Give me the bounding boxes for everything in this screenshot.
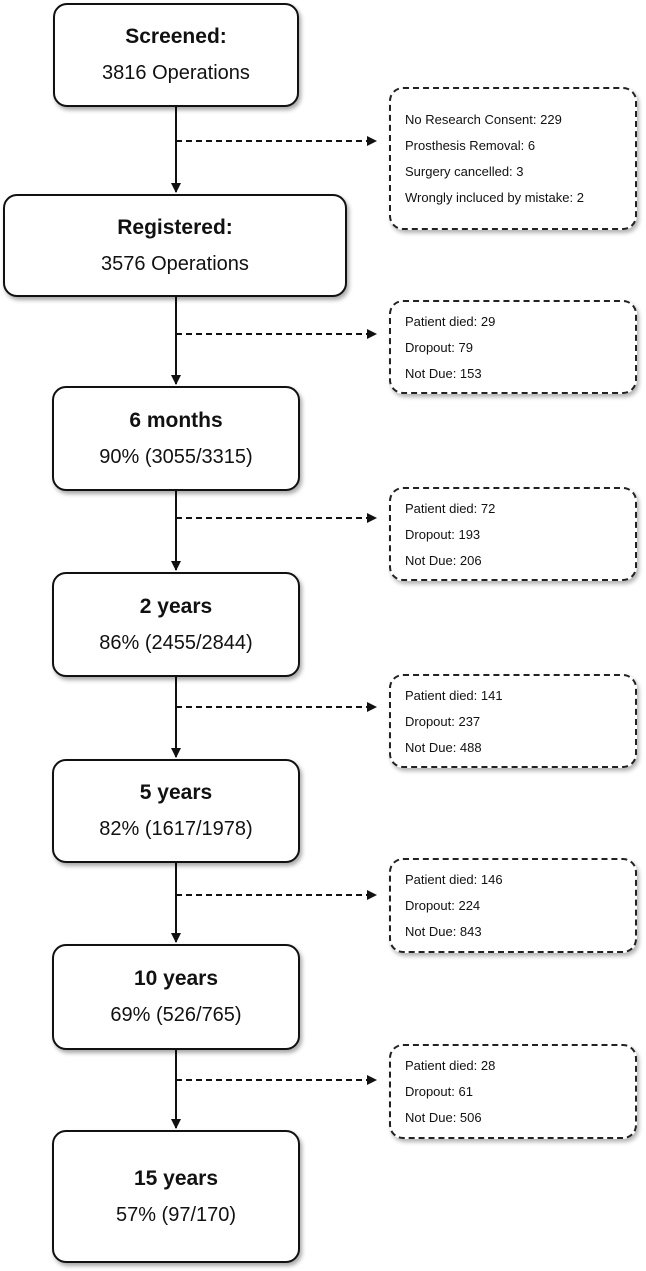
stage-title: 5 years bbox=[139, 781, 213, 804]
exclusion-box-2-years: Patient died: 72 Dropout: 193 Not Due: 2… bbox=[389, 487, 637, 581]
stage-value: 57% (97/170) bbox=[115, 1203, 237, 1226]
exclusion-item: Wrongly incluced by mistake: 2 bbox=[405, 190, 584, 205]
exclusion-item: Dropout: 224 bbox=[405, 898, 481, 913]
exclusion-item: Dropout: 237 bbox=[405, 713, 481, 729]
exclusion-box-screening: No Research Consent: 229 Prosthesis Remo… bbox=[389, 87, 637, 230]
exclusion-item: Patient died: 28 bbox=[405, 1058, 496, 1073]
exclusion-item: Not Due: 843 bbox=[405, 924, 482, 939]
stage-box-screened: Screened: 3816 Operations bbox=[53, 3, 299, 107]
stage-box-registered: Registered: 3576 Operations bbox=[3, 194, 347, 297]
stage-value: 82% (1617/1978) bbox=[99, 818, 253, 840]
exclusion-item: Not Due: 153 bbox=[405, 365, 482, 381]
stage-box-2-years: 2 years 86% (2455/2844) bbox=[52, 572, 300, 677]
stage-title: Screened: bbox=[125, 25, 227, 48]
stage-box-5-years: 5 years 82% (1617/1978) bbox=[52, 759, 300, 863]
stage-box-15-years: 15 years 57% (97/170) bbox=[52, 1130, 300, 1263]
stage-value: 3576 Operations bbox=[101, 252, 249, 275]
exclusion-item: Dropout: 193 bbox=[405, 526, 481, 542]
exclusion-box-5-years: Patient died: 141 Dropout: 237 Not Due: … bbox=[389, 674, 637, 768]
stage-title: 10 years bbox=[133, 967, 219, 990]
exclusion-item: Not Due: 488 bbox=[405, 739, 482, 755]
exclusion-item: Patient died: 29 bbox=[405, 313, 496, 329]
stage-title: Registered: bbox=[117, 215, 233, 239]
stage-title: 2 years bbox=[139, 594, 213, 618]
exclusion-item: Patient died: 146 bbox=[405, 872, 503, 887]
exclusion-item: Not Due: 206 bbox=[405, 552, 482, 568]
stage-box-10-years: 10 years 69% (526/765) bbox=[52, 944, 300, 1050]
exclusion-item: Surgery cancelled: 3 bbox=[405, 164, 524, 179]
stage-value: 90% (3055/3315) bbox=[99, 445, 253, 468]
stage-box-6-months: 6 months 90% (3055/3315) bbox=[52, 386, 300, 491]
exclusion-item: Dropout: 79 bbox=[405, 339, 473, 355]
exclusion-item: Dropout: 61 bbox=[405, 1084, 473, 1099]
stage-value: 86% (2455/2844) bbox=[99, 631, 253, 654]
exclusion-item: No Research Consent: 229 bbox=[405, 112, 562, 127]
exclusion-item: Not Due: 506 bbox=[405, 1110, 482, 1125]
stage-value: 69% (526/765) bbox=[110, 1004, 242, 1026]
stage-value: 3816 Operations bbox=[102, 62, 250, 84]
exclusion-item: Patient died: 72 bbox=[405, 500, 496, 516]
exclusion-box-10-years: Patient died: 146 Dropout: 224 Not Due: … bbox=[389, 858, 637, 953]
exclusion-box-6-months: Patient died: 29 Dropout: 79 Not Due: 15… bbox=[389, 300, 637, 394]
exclusion-item: Prosthesis Removal: 6 bbox=[405, 138, 536, 153]
exclusion-item: Patient died: 141 bbox=[405, 687, 503, 703]
stage-title: 15 years bbox=[133, 1166, 219, 1190]
exclusion-box-15-years: Patient died: 28 Dropout: 61 Not Due: 50… bbox=[389, 1044, 637, 1139]
stage-title: 6 months bbox=[129, 408, 223, 432]
